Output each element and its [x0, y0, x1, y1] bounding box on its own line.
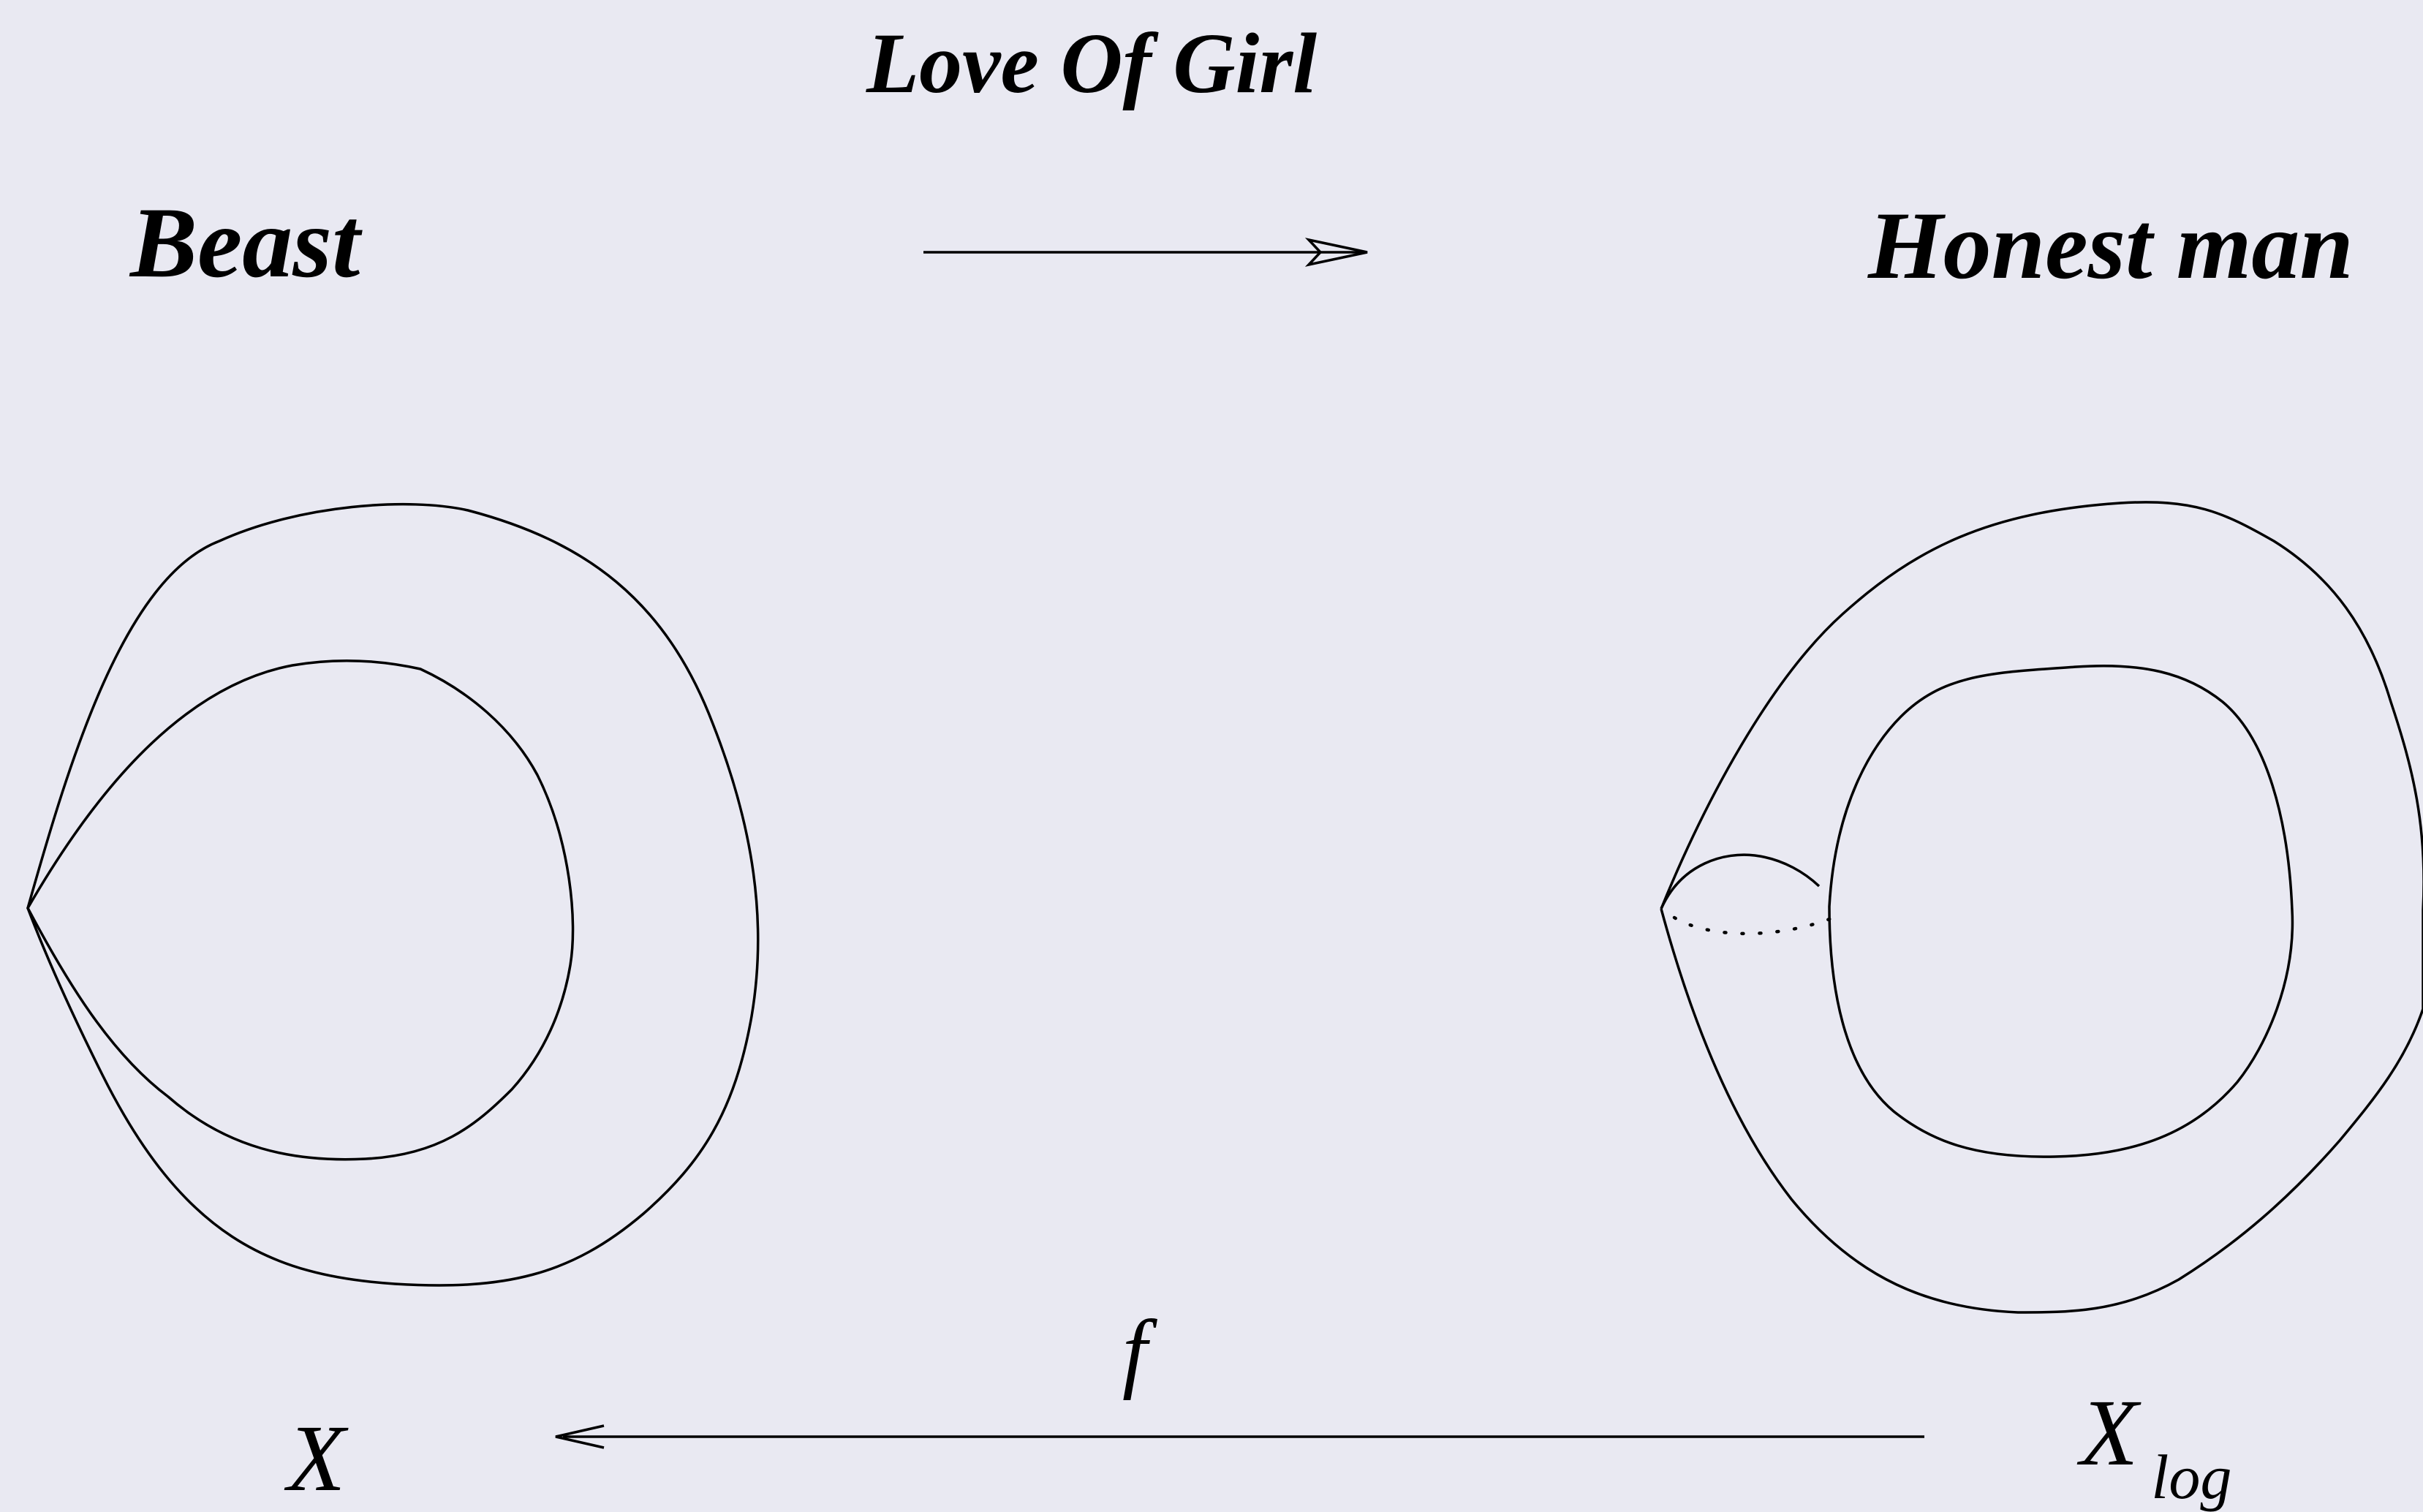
right-outer-curve: [1660, 501, 2423, 1314]
right-collar-front-arc: [1660, 853, 1821, 910]
space-label-x-log-subscript: log: [2151, 1442, 2232, 1512]
right-resolved-surface: [1660, 501, 2423, 1314]
left-outer-curve: [26, 502, 760, 1287]
bottom-arrow: [555, 1424, 1924, 1449]
map-label-f: f: [1122, 1302, 1147, 1401]
left-inner-curve: [26, 659, 575, 1161]
bottom-arrow-head: [555, 1424, 605, 1449]
top-arrow-head: [1304, 238, 1368, 267]
label-honest-man: Honest man: [1868, 192, 2354, 299]
title-love-of-girl: Love Of Girl: [866, 15, 1318, 111]
right-collar-back-dotted: [1672, 912, 1845, 936]
right-inner-curve: [1828, 664, 2294, 1158]
label-beast: Beast: [130, 186, 360, 298]
space-label-x-log-main: X: [2080, 1380, 2139, 1486]
top-arrow: [923, 238, 1368, 267]
left-pinched-surface: [26, 502, 760, 1287]
space-label-x: X: [287, 1406, 346, 1511]
